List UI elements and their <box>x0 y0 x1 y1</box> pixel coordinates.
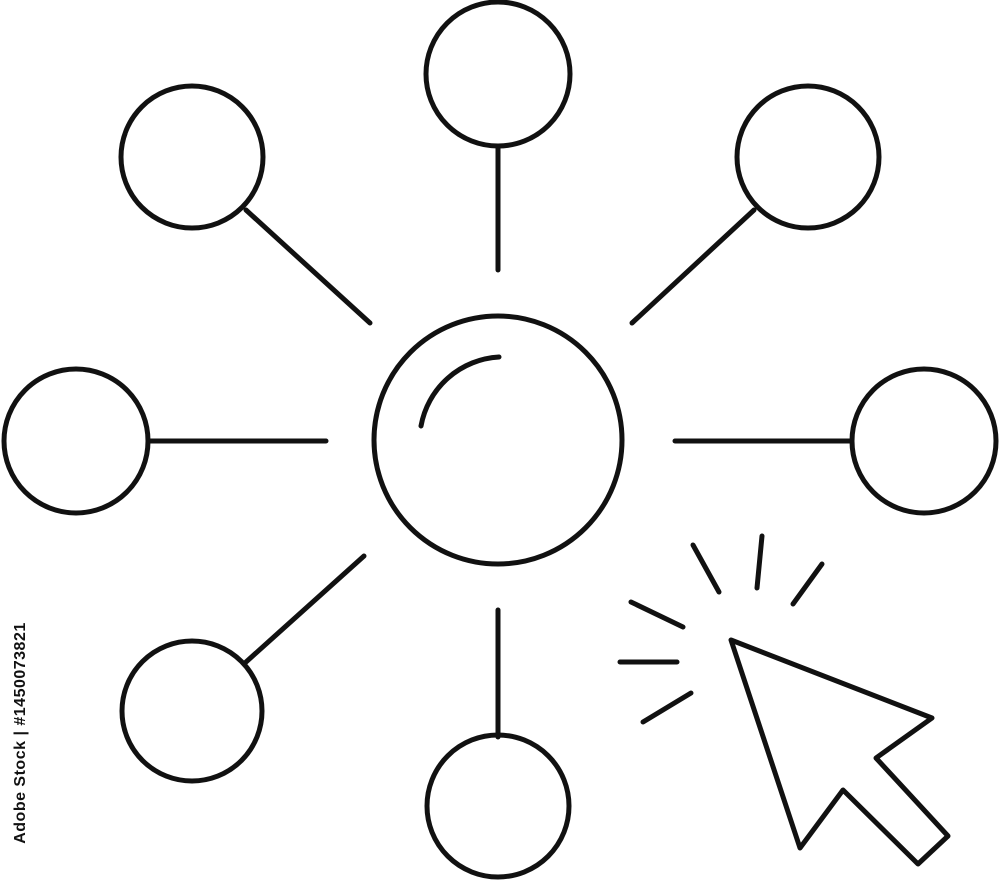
node-circle-icon <box>734 83 882 231</box>
mouse-pointer-icon <box>728 637 951 867</box>
glass-highlight-icon <box>418 354 502 429</box>
node-circle-icon <box>849 366 999 516</box>
node-circle-icon <box>1 366 151 516</box>
connector-line-top-right <box>629 207 757 326</box>
connector-line-bottom-left <box>243 553 367 665</box>
node-circle-icon <box>423 0 573 149</box>
node-circle-icon <box>424 732 572 880</box>
connector-line-top-left <box>243 207 373 326</box>
node-circle-icon <box>119 638 265 784</box>
stock-id-label: Adobe Stock | #1450073821 <box>12 622 29 844</box>
hub-circle-icon <box>371 313 625 567</box>
node-circle-icon <box>118 83 266 231</box>
click-burst-icon <box>617 533 825 725</box>
